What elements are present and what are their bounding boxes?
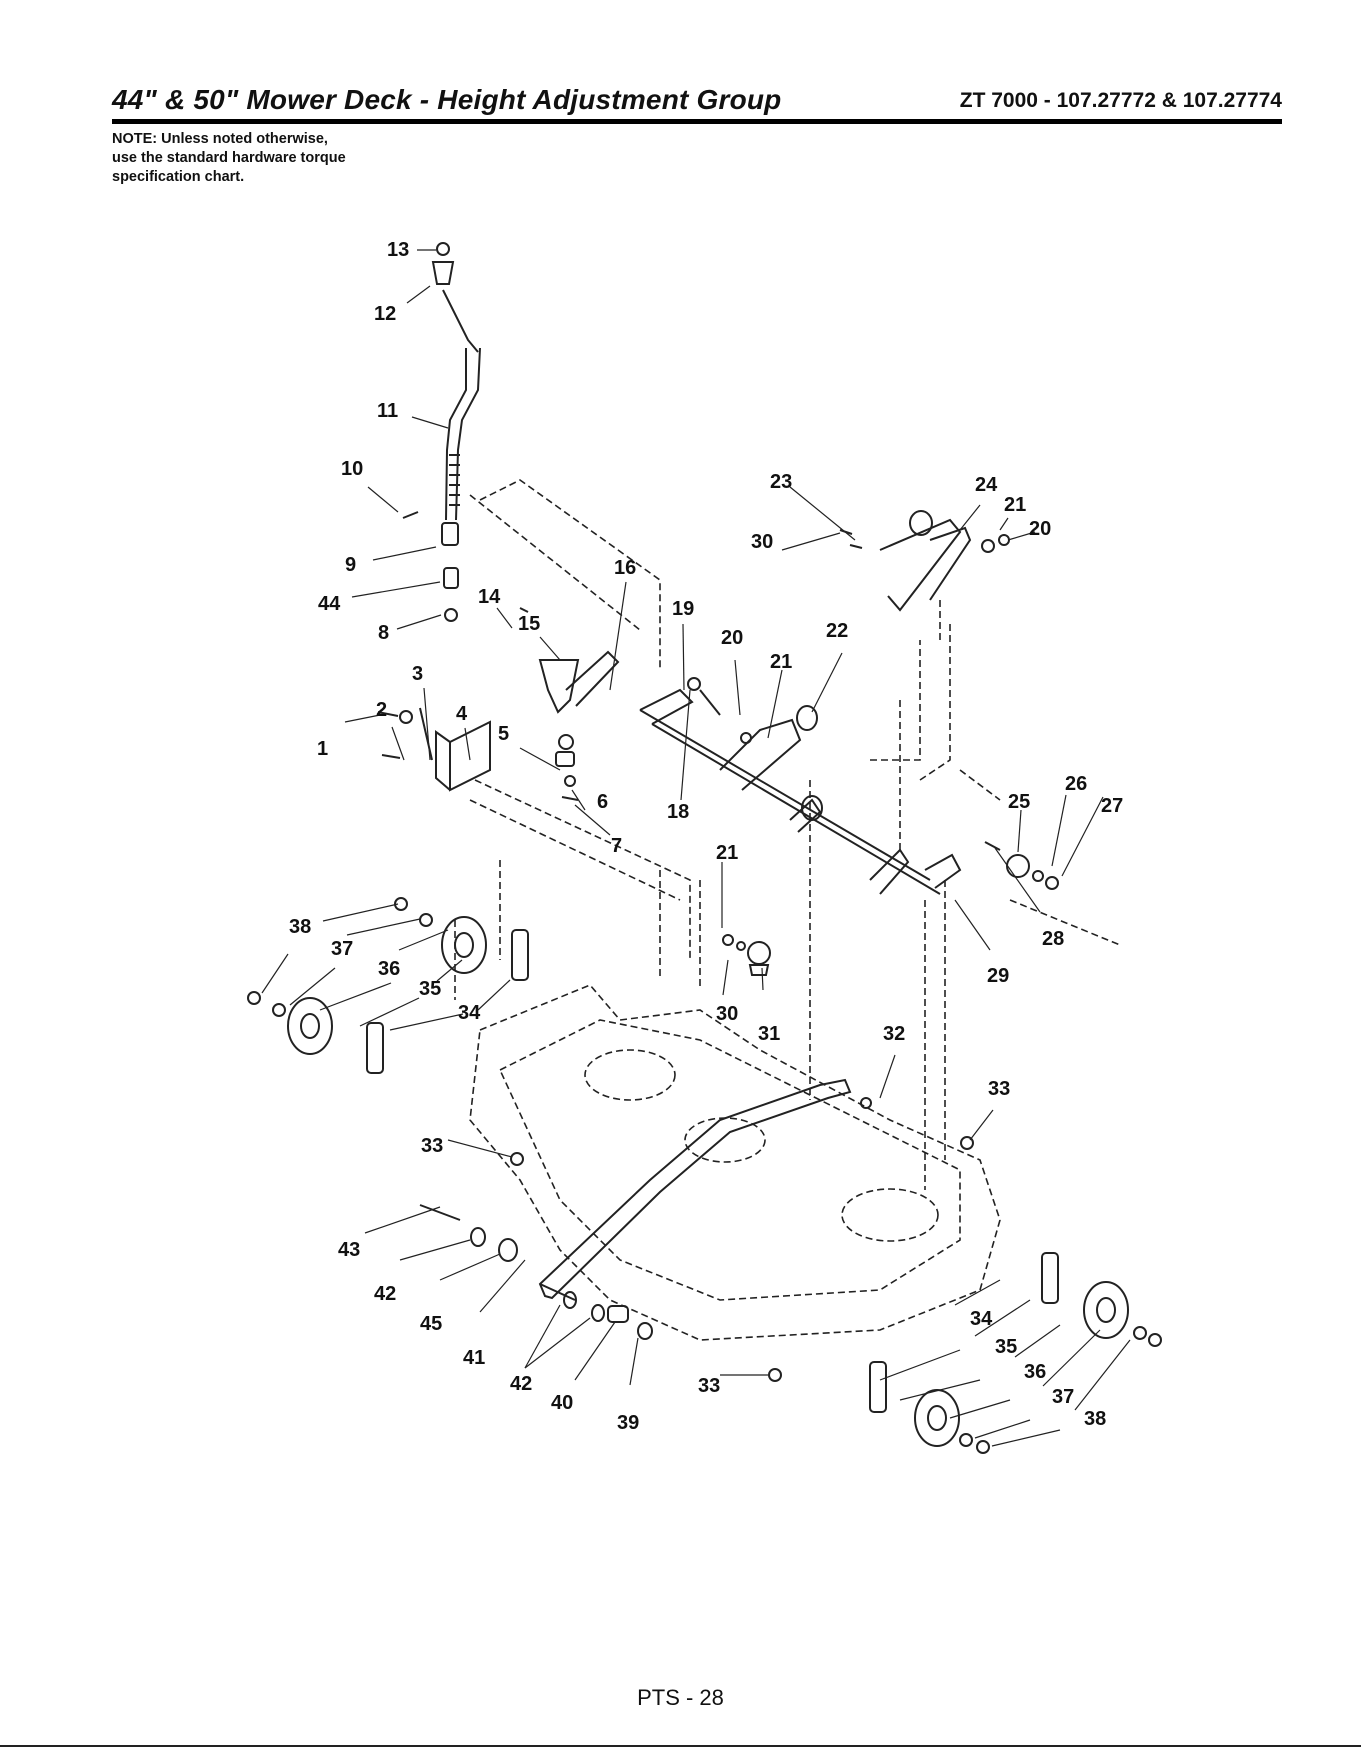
callout-label: 33: [421, 1135, 443, 1157]
pivot-bracket: [377, 707, 579, 801]
callout-label: 6: [597, 791, 608, 813]
callout-label: 28: [1042, 928, 1064, 950]
callout-label: 39: [617, 1412, 639, 1434]
callout-label: 21: [770, 651, 792, 673]
callout-label: 5: [498, 723, 509, 745]
callout-label: 21: [716, 842, 738, 864]
callout-label: 32: [883, 1023, 905, 1045]
leader-lines: [261, 249, 1131, 1447]
exploded-drawing: [247, 242, 1162, 1454]
callout-label: 23: [770, 471, 792, 493]
callout-label: 18: [667, 801, 689, 823]
callout-label: 16: [614, 557, 636, 579]
callout-label: 38: [1084, 1408, 1106, 1430]
callout-label: 20: [721, 627, 743, 649]
header-rule: [112, 119, 1282, 124]
part-callouts: 13 12 11 10 9 44 8 14 15 16 19 3 2 4 5 1…: [289, 239, 1123, 1434]
callout-label: 42: [510, 1373, 532, 1395]
page-header: 44" & 50" Mower Deck - Height Adjustment…: [112, 84, 1282, 124]
callout-label: 36: [1024, 1361, 1046, 1383]
torque-note: NOTE: Unless noted otherwise, use the st…: [112, 130, 442, 187]
right-gauge-wheels: [869, 1252, 1162, 1454]
callout-label: 26: [1065, 773, 1087, 795]
callout-label: 34: [970, 1308, 993, 1330]
left-gauge-wheels: [247, 897, 529, 1074]
callout-label: 9: [345, 554, 356, 576]
callout-label: 43: [338, 1239, 360, 1261]
callout-label: 21: [1004, 494, 1026, 516]
callout-label: 8: [378, 622, 389, 644]
deck-outline: [454, 479, 1121, 1341]
front-hardware: [419, 1136, 974, 1382]
note-line: use the standard hardware torque: [112, 150, 346, 166]
callout-label: 7: [611, 835, 622, 857]
callout-label: 25: [1008, 791, 1030, 813]
callout-label: 42: [374, 1283, 396, 1305]
callout-label: 15: [518, 613, 540, 635]
callout-label: 35: [995, 1336, 1017, 1358]
model-number: ZT 7000 - 107.27772 & 107.27774: [959, 89, 1282, 112]
callout-label: 24: [975, 474, 998, 496]
callout-label: 38: [289, 916, 311, 938]
callout-label: 40: [551, 1392, 573, 1414]
callout-label: 35: [419, 978, 441, 1000]
callout-label: 14: [478, 586, 501, 608]
callout-label: 33: [988, 1078, 1010, 1100]
callout-label: 36: [378, 958, 400, 980]
right-bracket: [839, 510, 1010, 612]
callout-label: 20: [1029, 518, 1051, 540]
callout-label: 1: [317, 738, 328, 760]
page-number: PTS - 28: [637, 1685, 724, 1710]
callout-label: 27: [1101, 795, 1123, 817]
handle-rod: [402, 242, 481, 622]
page-title: 44" & 50" Mower Deck - Height Adjustment…: [112, 84, 782, 115]
footer-rule: [0, 1745, 1361, 1747]
callout-label: 12: [374, 303, 396, 325]
callout-label: 19: [672, 598, 694, 620]
callout-label: 22: [826, 620, 848, 642]
callout-label: 13: [387, 239, 409, 261]
callout-label: 45: [420, 1313, 442, 1335]
front-lift-bar: [538, 1078, 872, 1301]
callout-label: 44: [318, 593, 341, 615]
callout-label: 41: [463, 1347, 485, 1369]
callout-label: 31: [758, 1023, 780, 1045]
callout-label: 34: [458, 1002, 481, 1024]
adjuster-group: [722, 841, 1059, 976]
note-line: NOTE: Unless noted otherwise,: [112, 131, 328, 147]
callout-label: 10: [341, 458, 363, 480]
lift-shaft-assembly: [519, 607, 962, 895]
callout-label: 4: [456, 703, 468, 725]
callout-label: 2: [376, 699, 387, 721]
callout-label: 37: [331, 938, 353, 960]
callout-label: 30: [716, 1003, 738, 1025]
callout-label: 11: [377, 400, 398, 422]
callout-label: 33: [698, 1375, 720, 1397]
callout-label: 3: [412, 663, 423, 685]
callout-label: 37: [1052, 1386, 1074, 1408]
note-line: specification chart.: [112, 169, 245, 185]
callout-label: 30: [751, 531, 773, 553]
callout-label: 29: [987, 965, 1009, 987]
